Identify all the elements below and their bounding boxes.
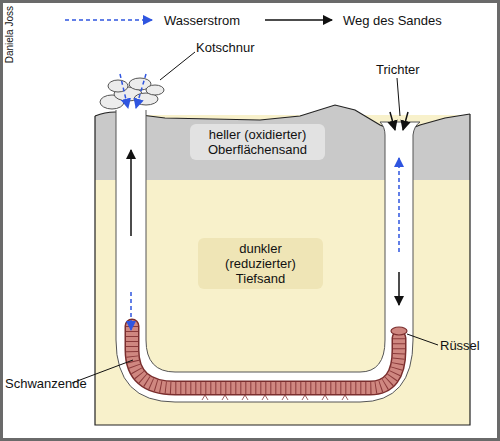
sand-layer-box: dunkler (reduzierter) Tiefsand (198, 238, 323, 289)
part-label: Schwanzende (5, 376, 87, 391)
worm-body (132, 326, 399, 388)
burrow (116, 110, 420, 402)
faecal-cast (100, 78, 164, 109)
legend-text: Weg des Sandes (343, 13, 442, 28)
legend-sand-sample (265, 19, 332, 21)
worm-segments (132, 326, 399, 388)
part-label: Kotschnur (196, 40, 255, 55)
worm-outline (132, 326, 399, 388)
sand-arrows (131, 112, 408, 305)
author-credit: Daniela Joss (4, 6, 16, 63)
legend-water-sample (65, 19, 152, 21)
part-label: Rüssel (440, 338, 480, 353)
proboscis (391, 327, 407, 335)
layer-label: heller (oxidierter) Oberflächensand (194, 127, 321, 157)
leader-lines (72, 52, 438, 383)
gill-tufts (202, 395, 348, 400)
water-arrows (120, 74, 399, 330)
legend-text: Wasserstrom (164, 13, 240, 28)
sand-layer-box: heller (oxidierter) Oberflächensand (190, 124, 325, 160)
surface-sand (95, 105, 470, 180)
part-label: Trichter (376, 62, 420, 77)
layer-label: dunkler (reduzierter) Tiefsand (202, 241, 319, 286)
